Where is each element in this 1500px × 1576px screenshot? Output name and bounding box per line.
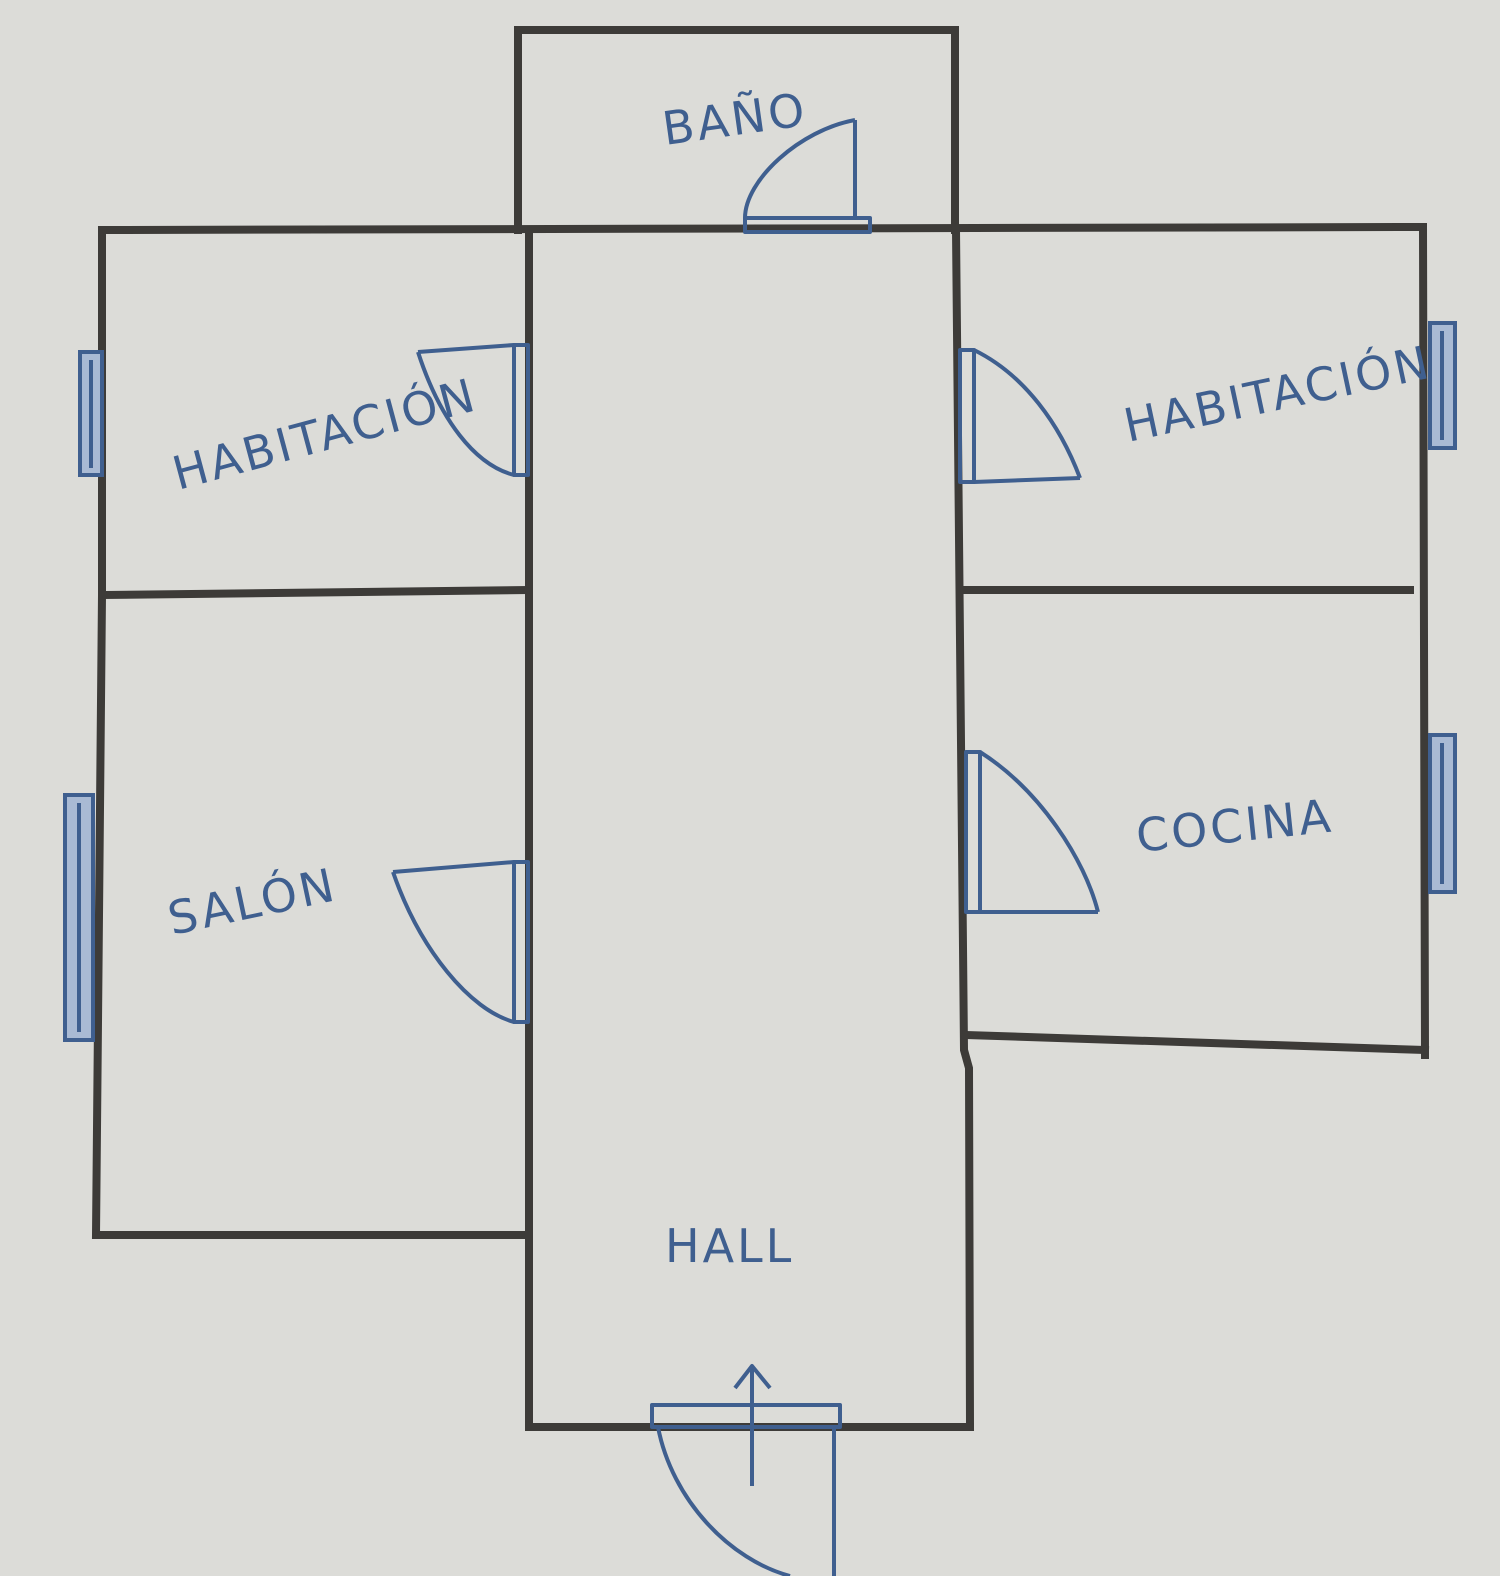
wall-right-outer (1418, 222, 1430, 1060)
door-bathroom-icon (743, 118, 872, 234)
room-labels: BAÑO HABITACIÓN HABITACIÓN SALÓN COCINA … (163, 82, 1436, 1273)
wall-divider-left (101, 585, 530, 600)
label-hall: HALL (665, 1219, 794, 1273)
arrow-up-icon (733, 1364, 772, 1486)
wall-bathroom (514, 26, 959, 234)
label-cocina: COCINA (1134, 789, 1336, 863)
label-salon: SALÓN (163, 857, 342, 945)
door-habitacion-left-icon (416, 343, 530, 477)
window-habitacion-right-icon (1428, 321, 1457, 450)
doors (391, 118, 1100, 1576)
wall-hall-right (951, 225, 975, 1432)
wall-top (97, 222, 1428, 235)
door-cocina-icon (964, 750, 1100, 914)
wall-kitchen-bottom (961, 1030, 1430, 1055)
label-bano: BAÑO (659, 82, 811, 156)
windows (63, 321, 1457, 1042)
door-salon-icon (391, 860, 530, 1024)
window-salon-icon (63, 793, 95, 1042)
window-cocina-icon (1428, 733, 1457, 894)
label-habitacion-left: HABITACIÓN (167, 368, 483, 501)
label-habitacion-right: HABITACIÓN (1119, 335, 1436, 453)
window-habitacion-left-icon (78, 350, 104, 477)
door-habitacion-right-icon (958, 348, 1082, 484)
walls (91, 26, 1430, 1432)
door-entrance-icon (650, 1403, 842, 1576)
